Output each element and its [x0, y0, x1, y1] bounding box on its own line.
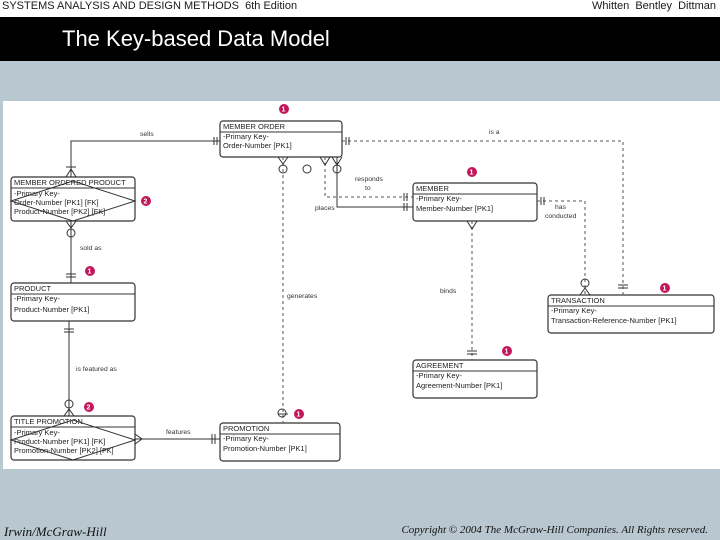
product-badge: 1 [88, 269, 92, 276]
member-order-attr-1: -Primary Key- [223, 132, 269, 141]
rel-sold-as: sold as [65, 220, 102, 283]
transaction-attr-1: -Primary Key- [551, 306, 597, 315]
product-attr-2: Product-Number [PK1] [14, 305, 89, 314]
entity-transaction: TRANSACTION -Primary Key- Transaction-Re… [547, 283, 715, 334]
rel-sells-label: sells [140, 131, 154, 138]
promotion-badge-icon [294, 409, 304, 419]
member-order-badge: 1 [282, 107, 286, 114]
transaction-name: TRANSACTION [551, 296, 605, 305]
transaction-badge-icon [660, 283, 670, 293]
mop-attr-3: Product-Number [PK2] [FK] [14, 207, 105, 216]
product-badge-icon [85, 266, 95, 276]
member-attr-2: Member-Number [PK1] [416, 204, 493, 213]
title-bar: The Key-based Data Model [0, 17, 720, 61]
rel-sells: sells [65, 131, 220, 178]
mop-badge: 2 [144, 199, 148, 206]
promotion-attr-2: Promotion-Number [PK1] [223, 444, 307, 453]
rel-sold-as-label: sold as [80, 245, 102, 252]
publisher-text: Irwin/McGraw-Hill [4, 524, 107, 539]
rel-binds-label: binds [440, 288, 457, 295]
agreement-badge-icon [502, 346, 512, 356]
rel-responds-label-1: responds [355, 176, 384, 183]
agreement-attr-2: Agreement-Number [PK1] [416, 381, 502, 390]
member-attr-1: -Primary Key- [416, 194, 462, 203]
rel-is-a: is a [342, 129, 628, 295]
header-bar: SYSTEMS ANALYSIS AND DESIGN METHODS 6th … [0, 0, 720, 17]
rel-responds-to: responds to [302, 156, 413, 201]
book-title-text: SYSTEMS ANALYSIS AND DESIGN METHODS [2, 0, 239, 12]
rel-has-conducted-label-2: conducted [545, 213, 577, 220]
rel-places-label: places [315, 205, 335, 212]
slide-title: The Key-based Data Model [62, 26, 330, 51]
member-name: MEMBER [416, 184, 450, 193]
member-badge: 1 [470, 170, 474, 177]
rel-is-featured-as-label: is featured as [76, 366, 117, 373]
entity-member-order: MEMBER ORDER -Primary Key- Order-Number … [219, 104, 343, 158]
member-badge-icon [467, 167, 477, 177]
entity-member: MEMBER -Primary Key- Member-Number [PK1]… [412, 167, 538, 222]
entity-member-ordered-product: MEMBER ORDERED PRODUCT -Primary Key- Ord… [9, 176, 151, 222]
title-promotion-name: TITLE PROMOTION [14, 417, 83, 426]
mop-attr-2: Order-Number [PK1] [FK] [14, 198, 99, 207]
promotion-name: PROMOTION [223, 424, 269, 433]
entity-product: PRODUCT -Primary Key- Product-Number [PK… [10, 266, 136, 322]
erd-diagram: .box { fill:#fff; stroke:#333; stroke-wi… [3, 101, 720, 469]
entity-agreement: AGREEMENT -Primary Key- Agreement-Number… [412, 346, 538, 399]
title-promotion-badge: 2 [87, 405, 91, 412]
mop-name: MEMBER ORDERED PRODUCT [14, 178, 126, 187]
title-promotion-attr-2: Product-Number [PK1] [FK] [14, 437, 105, 446]
book-title: SYSTEMS ANALYSIS AND DESIGN METHODS 6th … [2, 0, 297, 12]
rel-features: features [134, 429, 220, 445]
edition-text: 6th Edition [245, 0, 298, 12]
transaction-attr-2: Transaction-Reference-Number [PK1] [551, 316, 677, 325]
erd-canvas: .box { fill:#fff; stroke:#333; stroke-wi… [9, 104, 715, 462]
transaction-badge: 1 [663, 286, 667, 293]
entity-title-promotion: TITLE PROMOTION -Primary Key- Product-Nu… [9, 402, 137, 461]
rel-binds: binds [440, 220, 478, 360]
rel-generates: generates [277, 156, 318, 423]
agreement-badge: 1 [505, 349, 509, 356]
title-promotion-attr-1: -Primary Key- [14, 428, 60, 437]
rel-is-featured-as: is featured as [63, 321, 117, 417]
agreement-name: AGREEMENT [416, 361, 464, 370]
product-attr-1: -Primary Key- [14, 294, 60, 303]
rel-generates-label: generates [287, 293, 318, 300]
mop-badge-icon [141, 196, 151, 206]
agreement-attr-1: -Primary Key- [416, 371, 462, 380]
copyright-text: Copyright © 2004 The McGraw-Hill Compani… [401, 524, 708, 536]
member-order-badge-icon [279, 104, 289, 114]
rel-has-conducted: has conducted [537, 197, 591, 296]
rel-places: places [315, 156, 413, 212]
title-promotion-badge-icon [84, 402, 94, 412]
mop-attr-1: -Primary Key- [14, 189, 60, 198]
promotion-attr-1: -Primary Key- [223, 434, 269, 443]
product-name: PRODUCT [14, 284, 52, 293]
rel-has-conducted-label-1: has [555, 204, 567, 211]
promotion-badge: 1 [297, 412, 301, 419]
member-order-name: MEMBER ORDER [223, 122, 286, 131]
rel-responds-label-2: to [365, 185, 371, 192]
member-order-attr-2: Order-Number [PK1] [223, 141, 292, 150]
rel-features-label: features [166, 429, 191, 436]
authors-text: Whitten Bentley Dittman [592, 0, 716, 12]
entity-promotion: PROMOTION -Primary Key- Promotion-Number… [219, 409, 341, 462]
rel-is-a-label: is a [489, 129, 500, 136]
title-promotion-attr-3: Promotion-Number [PK2] [FK] [14, 446, 114, 455]
